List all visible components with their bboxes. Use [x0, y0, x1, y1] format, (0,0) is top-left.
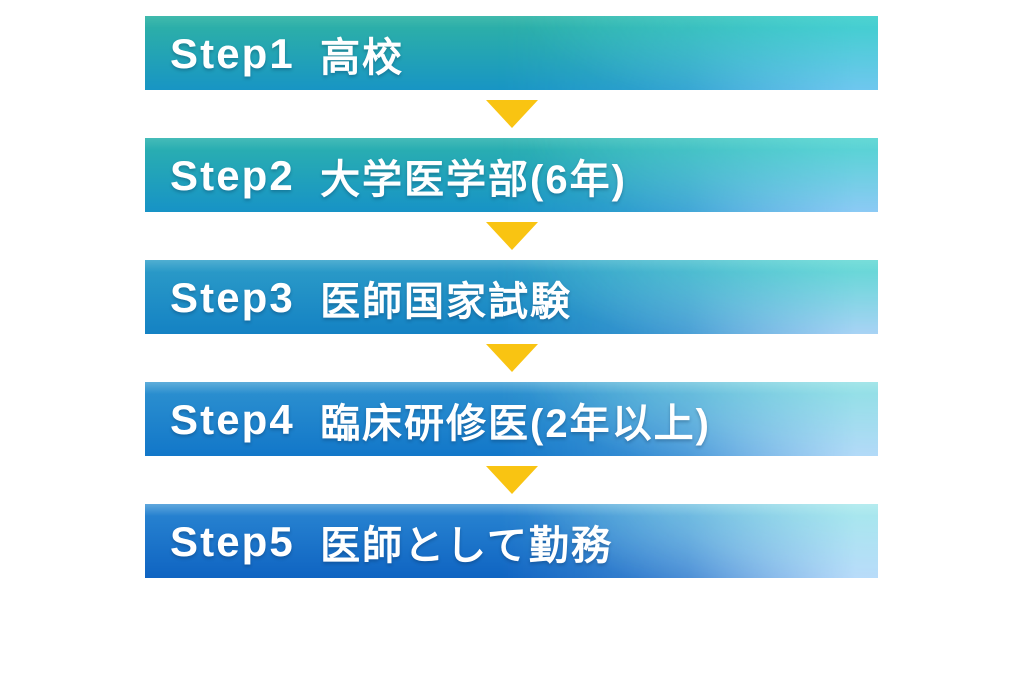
bar-top-highlight [145, 16, 878, 90]
bar-gradient-glow [145, 260, 878, 334]
step-bar-2: Step2 大学医学部(6年) [145, 138, 878, 212]
step-number: Step4 [170, 396, 295, 443]
bar-top-highlight [145, 260, 878, 334]
step-label: Step3 医師国家試験 [170, 261, 572, 334]
bar-top-highlight [145, 504, 878, 578]
step-label: Step5 医師として勤務 [170, 505, 613, 578]
down-arrow-icon [485, 344, 538, 372]
step-bar-5: Step5 医師として勤務 [145, 504, 878, 578]
step-number: Step5 [170, 518, 295, 565]
down-arrow-icon [485, 222, 538, 250]
step-title: 臨床研修医(2年以上) [320, 402, 711, 446]
arrow-gap [145, 90, 878, 138]
bar-gradient-glow [145, 504, 878, 578]
medical-career-flowchart: Step1 高校 Step2 大学医学部(6年) Step3 医師国家試験 [145, 16, 878, 578]
step-bar-3: Step3 医師国家試験 [145, 260, 878, 334]
down-arrow-icon [485, 100, 538, 128]
bar-top-highlight [145, 382, 878, 456]
step-number: Step2 [170, 152, 295, 199]
down-arrow-icon [485, 466, 538, 494]
step-title: 医師として勤務 [320, 524, 613, 568]
arrow-gap [145, 334, 878, 382]
bar-gradient-glow [145, 382, 878, 456]
step-number: Step3 [170, 274, 295, 321]
bar-gradient-glow [145, 138, 878, 212]
step-bar-1: Step1 高校 [145, 16, 878, 90]
step-label: Step1 高校 [170, 17, 404, 90]
step-title: 高校 [320, 36, 405, 80]
step-bar-4: Step4 臨床研修医(2年以上) [145, 382, 878, 456]
arrow-gap [145, 212, 878, 260]
arrow-gap [145, 456, 878, 504]
bar-top-highlight [145, 138, 878, 212]
bar-gradient-glow [145, 16, 878, 90]
step-label: Step4 臨床研修医(2年以上) [170, 383, 711, 456]
step-label: Step2 大学医学部(6年) [170, 139, 627, 212]
step-number: Step1 [170, 30, 295, 77]
step-title: 大学医学部(6年) [320, 158, 627, 202]
step-title: 医師国家試験 [320, 280, 573, 324]
